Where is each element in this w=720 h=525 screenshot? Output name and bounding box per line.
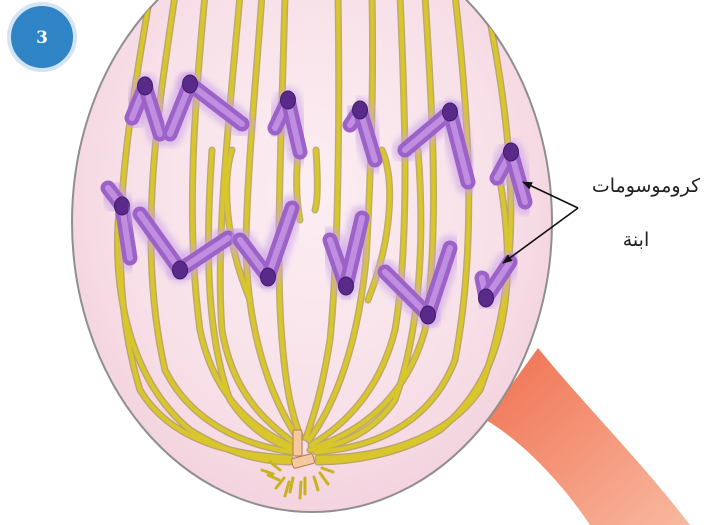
centromere bbox=[138, 77, 153, 95]
label-line-1: كروموسومات bbox=[592, 175, 701, 197]
centromere bbox=[443, 103, 458, 121]
step-badge: 3 bbox=[9, 4, 75, 70]
centromere bbox=[261, 268, 276, 286]
centromere bbox=[281, 91, 296, 109]
spindle-fiber bbox=[315, 150, 317, 210]
label-line-2: ابنة bbox=[623, 229, 650, 251]
chromosome bbox=[330, 218, 362, 295]
centromere bbox=[173, 261, 188, 279]
centromere bbox=[339, 277, 354, 295]
chromosome bbox=[132, 77, 160, 134]
centromere bbox=[183, 75, 198, 93]
aster-ray bbox=[300, 482, 301, 498]
centromere bbox=[421, 306, 436, 324]
centriole bbox=[293, 430, 302, 456]
centromere bbox=[479, 289, 494, 307]
centromere bbox=[353, 101, 368, 119]
centromere bbox=[504, 143, 519, 161]
step-number: 3 bbox=[36, 28, 48, 48]
